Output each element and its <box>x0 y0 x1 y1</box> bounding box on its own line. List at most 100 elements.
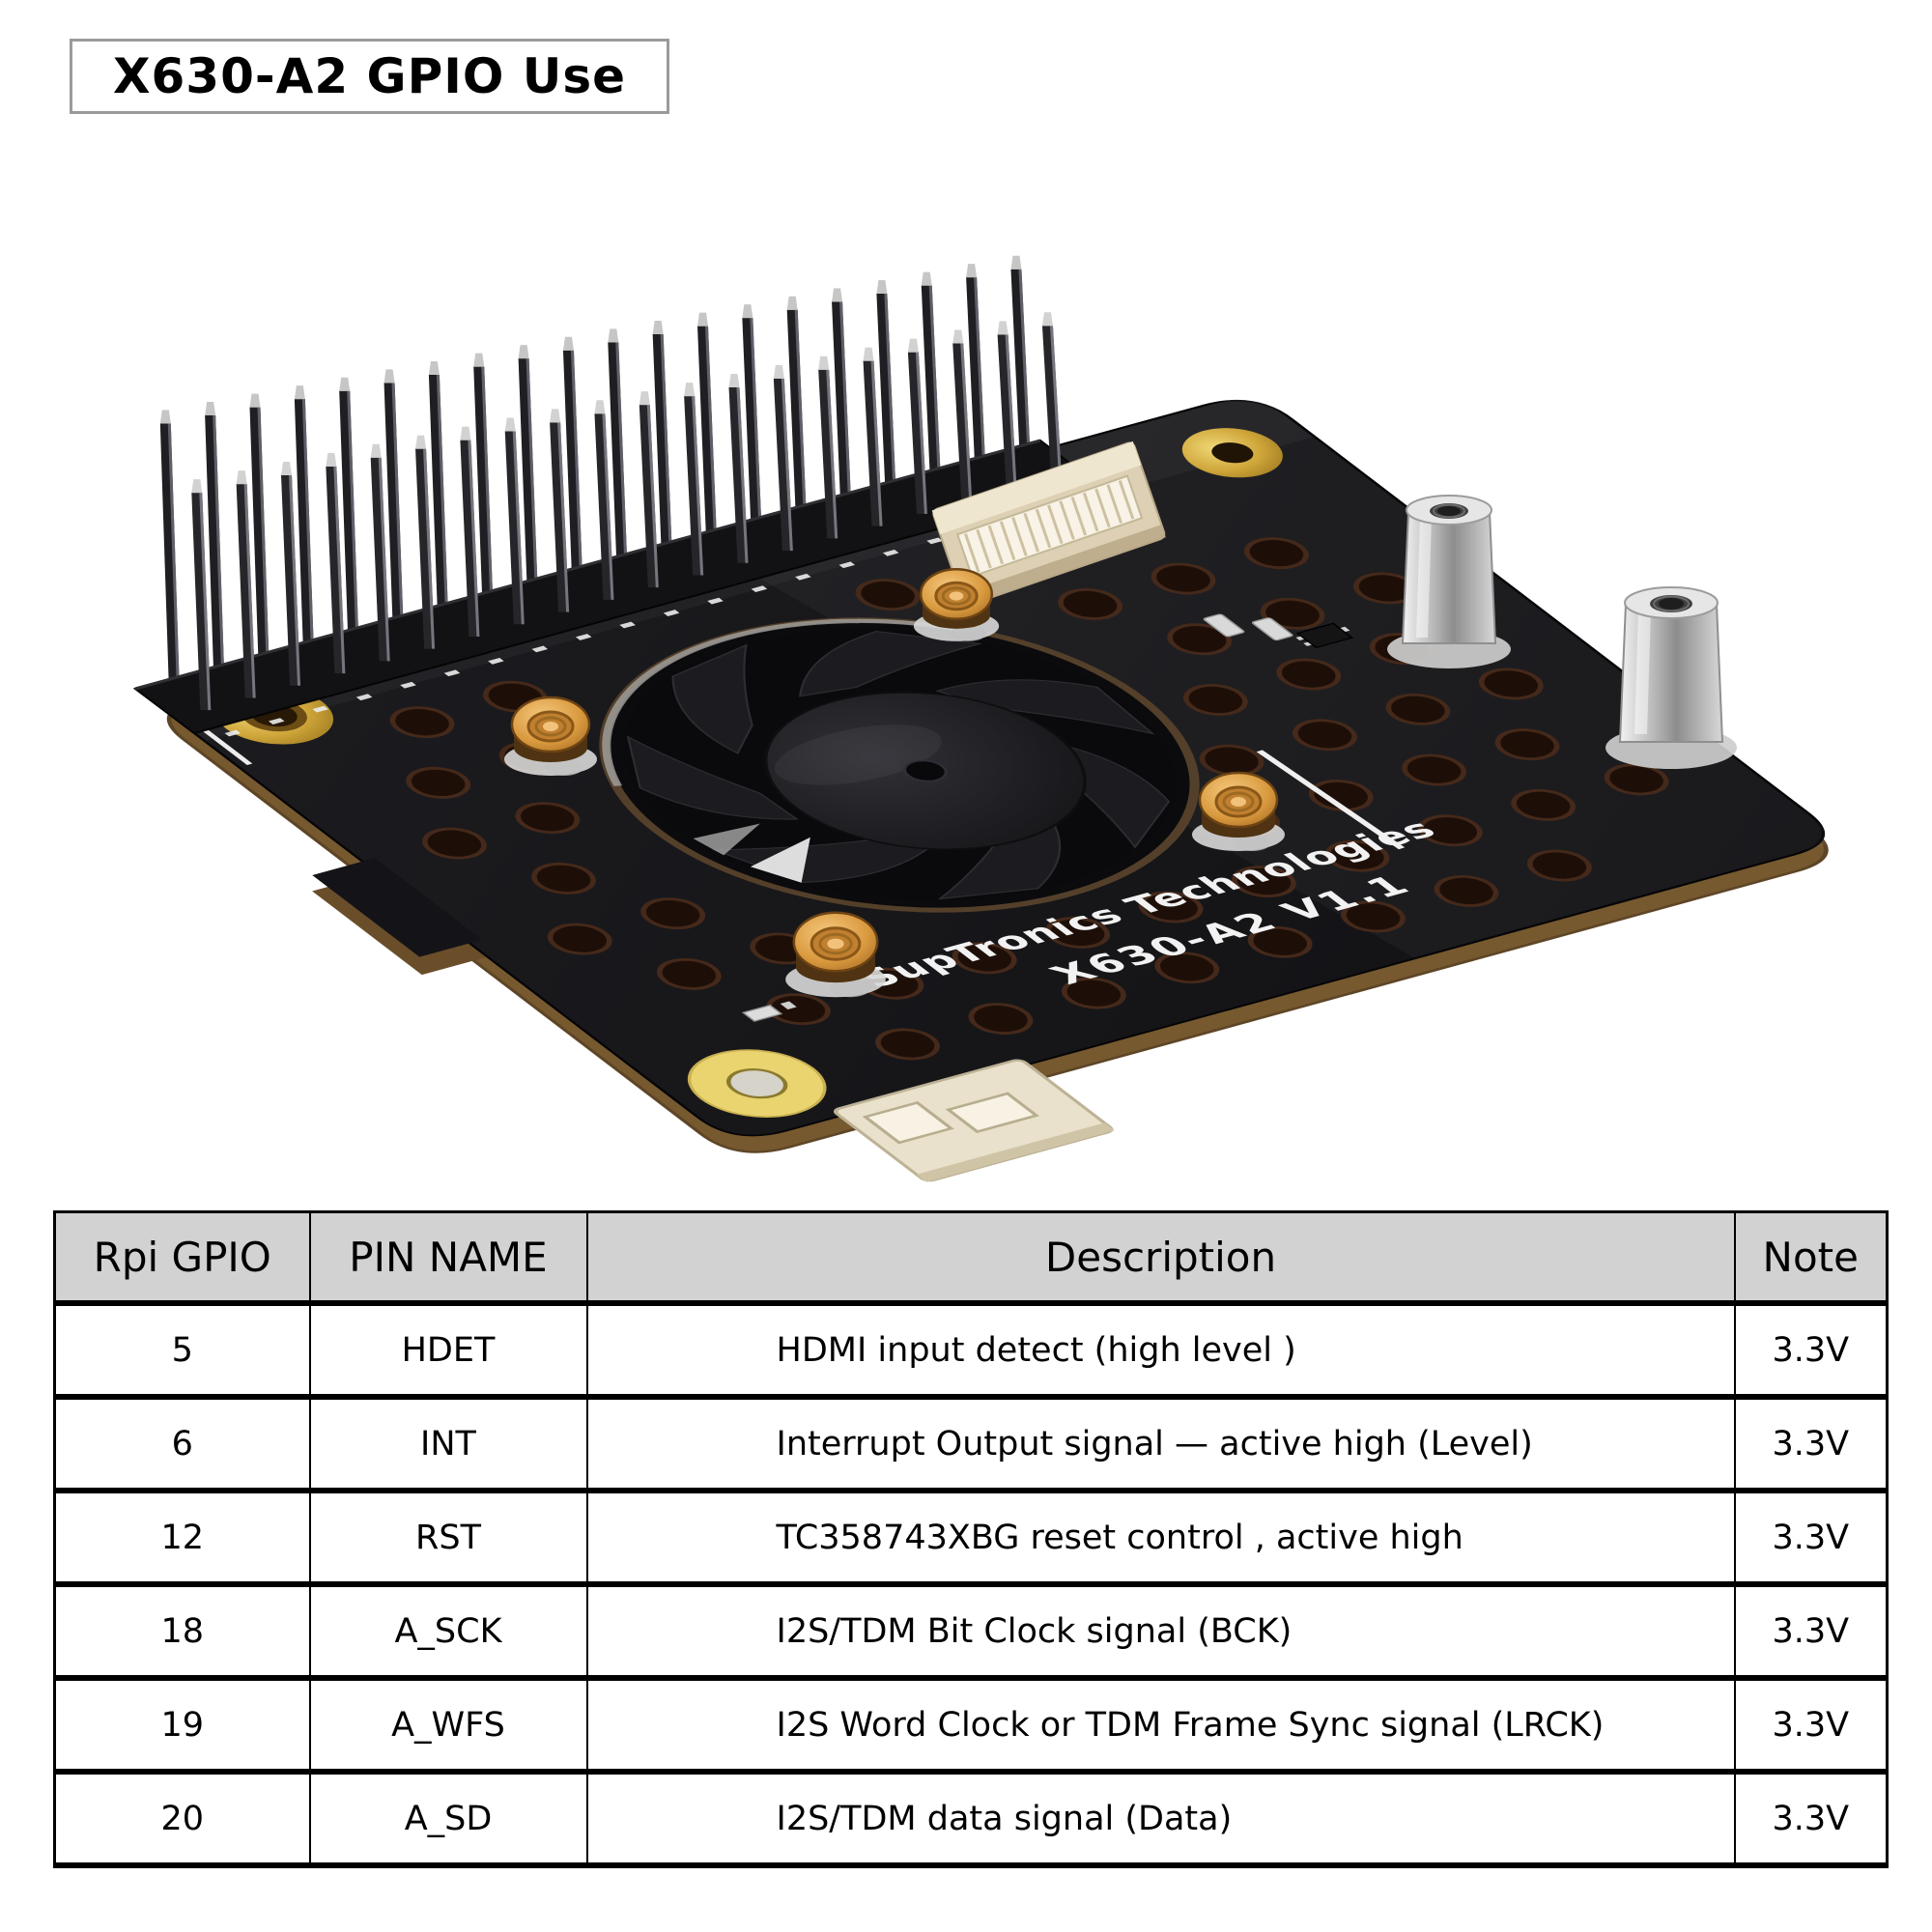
vent-hole <box>875 1028 940 1061</box>
fan-glint <box>750 837 810 883</box>
vent-hole <box>1434 875 1499 907</box>
vent-hole <box>1138 891 1204 923</box>
mounting-hole-top-right <box>1181 428 1283 478</box>
vent-hole <box>531 862 596 895</box>
pin-name-cell: INT <box>308 1396 588 1493</box>
note-cell: 3.3V <box>1733 1677 1889 1775</box>
pin-name-cell: RST <box>308 1490 588 1587</box>
description-cell: HDMI input detect (high level ) <box>585 1302 1736 1400</box>
gpio-header-edge <box>134 439 1041 691</box>
note-cell: 3.3V <box>1733 1396 1889 1493</box>
vent-hole <box>640 897 705 930</box>
vent-hole <box>1494 728 1560 761</box>
pin-name-cell: A_SCK <box>308 1583 588 1681</box>
fan-glint <box>693 823 760 856</box>
gpio-pins-back-row <box>159 255 1031 687</box>
vent-hole <box>1244 537 1309 570</box>
fan-blade <box>626 735 800 820</box>
ffc-connector <box>931 440 1166 607</box>
vent-hole <box>1154 952 1220 984</box>
vent-hole <box>1511 788 1577 821</box>
vent-hole <box>422 827 487 860</box>
mounting-hole-bottom <box>687 1049 827 1118</box>
gpio-pins-front-row <box>191 312 1062 711</box>
vent-hole <box>1045 917 1111 949</box>
note-cell: 3.3V <box>1733 1490 1889 1587</box>
pin-name-cell: HDET <box>308 1302 588 1400</box>
vent-hole <box>1247 925 1313 958</box>
note-cell: 3.3V <box>1733 1583 1889 1681</box>
jst-connector <box>833 1059 1115 1182</box>
column-header: Note <box>1733 1210 1889 1306</box>
description-cell: Interrupt Output signal — active high (L… <box>585 1396 1736 1493</box>
fan-mount-post <box>1192 771 1285 851</box>
board-photo: SupTronics Technologies X630-A2 V1.1 <box>132 255 1829 1182</box>
note-cell: 3.3V <box>1733 1302 1889 1400</box>
description-cell: I2S Word Clock or TDM Frame Sync signal … <box>585 1677 1736 1775</box>
column-header: Rpi GPIO <box>53 1210 311 1306</box>
pcb-notch-tab <box>312 858 483 957</box>
silkscreen-line <box>1256 750 1406 850</box>
pin-name-cell: A_WFS <box>308 1677 588 1775</box>
smd-component-small <box>741 1001 797 1022</box>
vent-hole <box>1341 900 1406 933</box>
description-cell: I2S/TDM data signal (Data) <box>585 1771 1736 1868</box>
vent-hole <box>1058 588 1122 620</box>
vent-hole <box>1293 719 1357 752</box>
fan-blade <box>671 643 753 754</box>
vent-hole <box>968 1003 1034 1035</box>
vent-hole <box>656 957 722 990</box>
smd-components <box>1203 613 1354 649</box>
fan-mount-post <box>504 696 597 776</box>
vent-hole <box>1276 658 1342 691</box>
ffc-teeth <box>964 480 1135 573</box>
column-header: PIN NAME <box>308 1210 588 1306</box>
vent-hole <box>1324 839 1390 872</box>
vent-hole <box>855 579 921 611</box>
pin-name-cell: A_SD <box>308 1771 588 1868</box>
vent-hole <box>1478 668 1544 700</box>
fan-mount-posts <box>504 567 1285 998</box>
description-cell: I2S/TDM Bit Clock signal (BCK) <box>585 1583 1736 1681</box>
vent-hole <box>547 923 612 955</box>
standoff-left <box>1387 495 1511 668</box>
fan-blade <box>799 631 983 697</box>
description-cell: TC358743XBG reset control , active high <box>585 1490 1736 1587</box>
vent-hole <box>1385 693 1451 725</box>
page-title-label: X630-A2 GPIO Use <box>112 48 627 104</box>
vent-hole <box>1182 684 1248 716</box>
vent-hole <box>389 706 455 739</box>
fan-mount-post <box>785 911 886 998</box>
vent-hole <box>1061 977 1126 1009</box>
vent-hole <box>1308 780 1374 811</box>
vent-hole <box>1604 763 1669 796</box>
vent-hole <box>1402 753 1466 786</box>
gpio-cell: 6 <box>53 1396 311 1493</box>
gpio-cell: 5 <box>53 1302 311 1400</box>
fan-blade <box>935 679 1155 735</box>
column-header: Description <box>585 1210 1736 1306</box>
gpio-cell: 20 <box>53 1771 311 1868</box>
vent-hole <box>406 766 471 799</box>
vent-hole <box>1526 849 1592 882</box>
vent-hole <box>515 802 581 835</box>
page-title: X630-A2 GPIO Use <box>70 39 669 114</box>
gpio-cell: 18 <box>53 1583 311 1681</box>
note-cell: 3.3V <box>1733 1771 1889 1868</box>
vent-hole <box>1151 562 1216 595</box>
gpio-cell: 19 <box>53 1677 311 1775</box>
vent-hole <box>1417 814 1483 847</box>
cooling-fan <box>599 617 1200 913</box>
fan-mount-post <box>913 567 1000 641</box>
vent-hole <box>1232 866 1296 897</box>
